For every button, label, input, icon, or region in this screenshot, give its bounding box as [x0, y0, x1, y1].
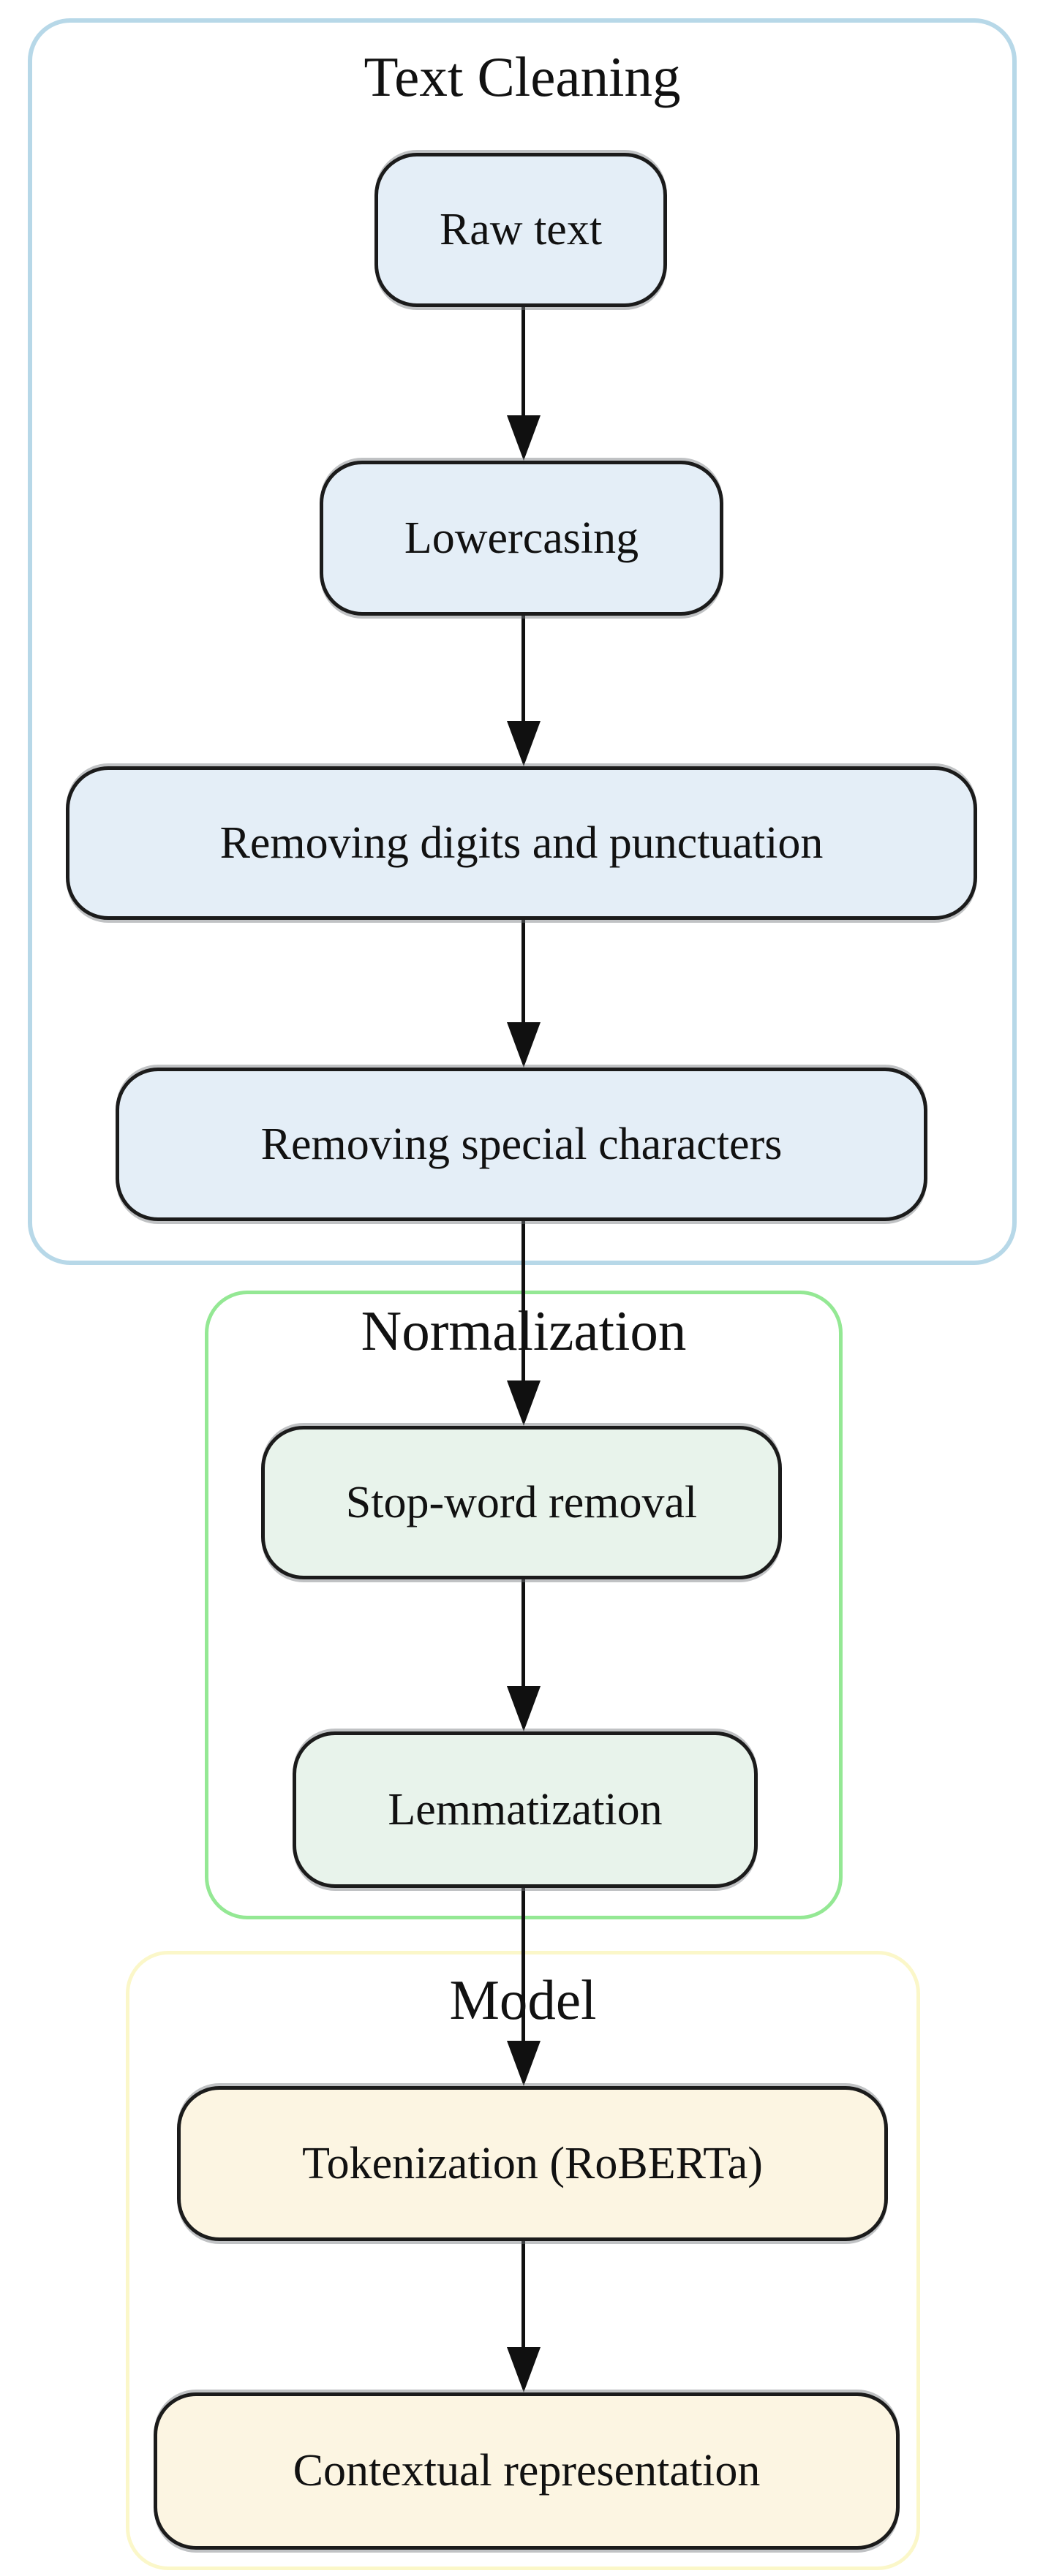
node-tokenization-roberta: Tokenization (RoBERTa) [177, 2086, 888, 2241]
node-raw-text: Raw text [374, 153, 667, 307]
arrow-line [522, 920, 525, 1025]
node-label: Raw text [439, 205, 603, 254]
arrow-line [522, 1221, 525, 1383]
arrow-line [522, 306, 525, 418]
node-label: Lowercasing [404, 513, 639, 563]
node-removing-special-characters: Removing special characters [116, 1068, 927, 1221]
arrow-line [522, 1579, 525, 1689]
node-label: Lemmatization [388, 1784, 663, 1835]
arrow-head-icon [507, 1686, 541, 1731]
arrow-head-icon [507, 1380, 541, 1426]
node-label: Tokenization (RoBERTa) [302, 2138, 763, 2188]
node-stop-word-removal: Stop-word removal [261, 1426, 782, 1579]
node-label: Stop-word removal [345, 1477, 698, 1527]
arrow-head-icon [507, 415, 541, 461]
arrow-head-icon [507, 2041, 541, 2086]
arrow-head-icon [507, 721, 541, 766]
arrow-line [522, 2241, 525, 2350]
arrow-line [522, 616, 525, 724]
node-contextual-representation: Contextual representation [154, 2392, 900, 2550]
node-label: Removing special characters [260, 1119, 783, 1169]
arrow-head-icon [507, 2347, 541, 2392]
node-lowercasing: Lowercasing [320, 461, 723, 616]
node-label: Removing digits and punctuation [219, 817, 824, 868]
arrow-head-icon [507, 1022, 541, 1068]
node-label: Contextual representation [293, 2446, 761, 2496]
node-removing-digits-punctuation: Removing digits and punctuation [66, 766, 977, 920]
node-lemmatization: Lemmatization [293, 1731, 758, 1888]
arrow-line [522, 1888, 525, 2044]
section-title-text-cleaning: Text Cleaning [364, 45, 681, 108]
